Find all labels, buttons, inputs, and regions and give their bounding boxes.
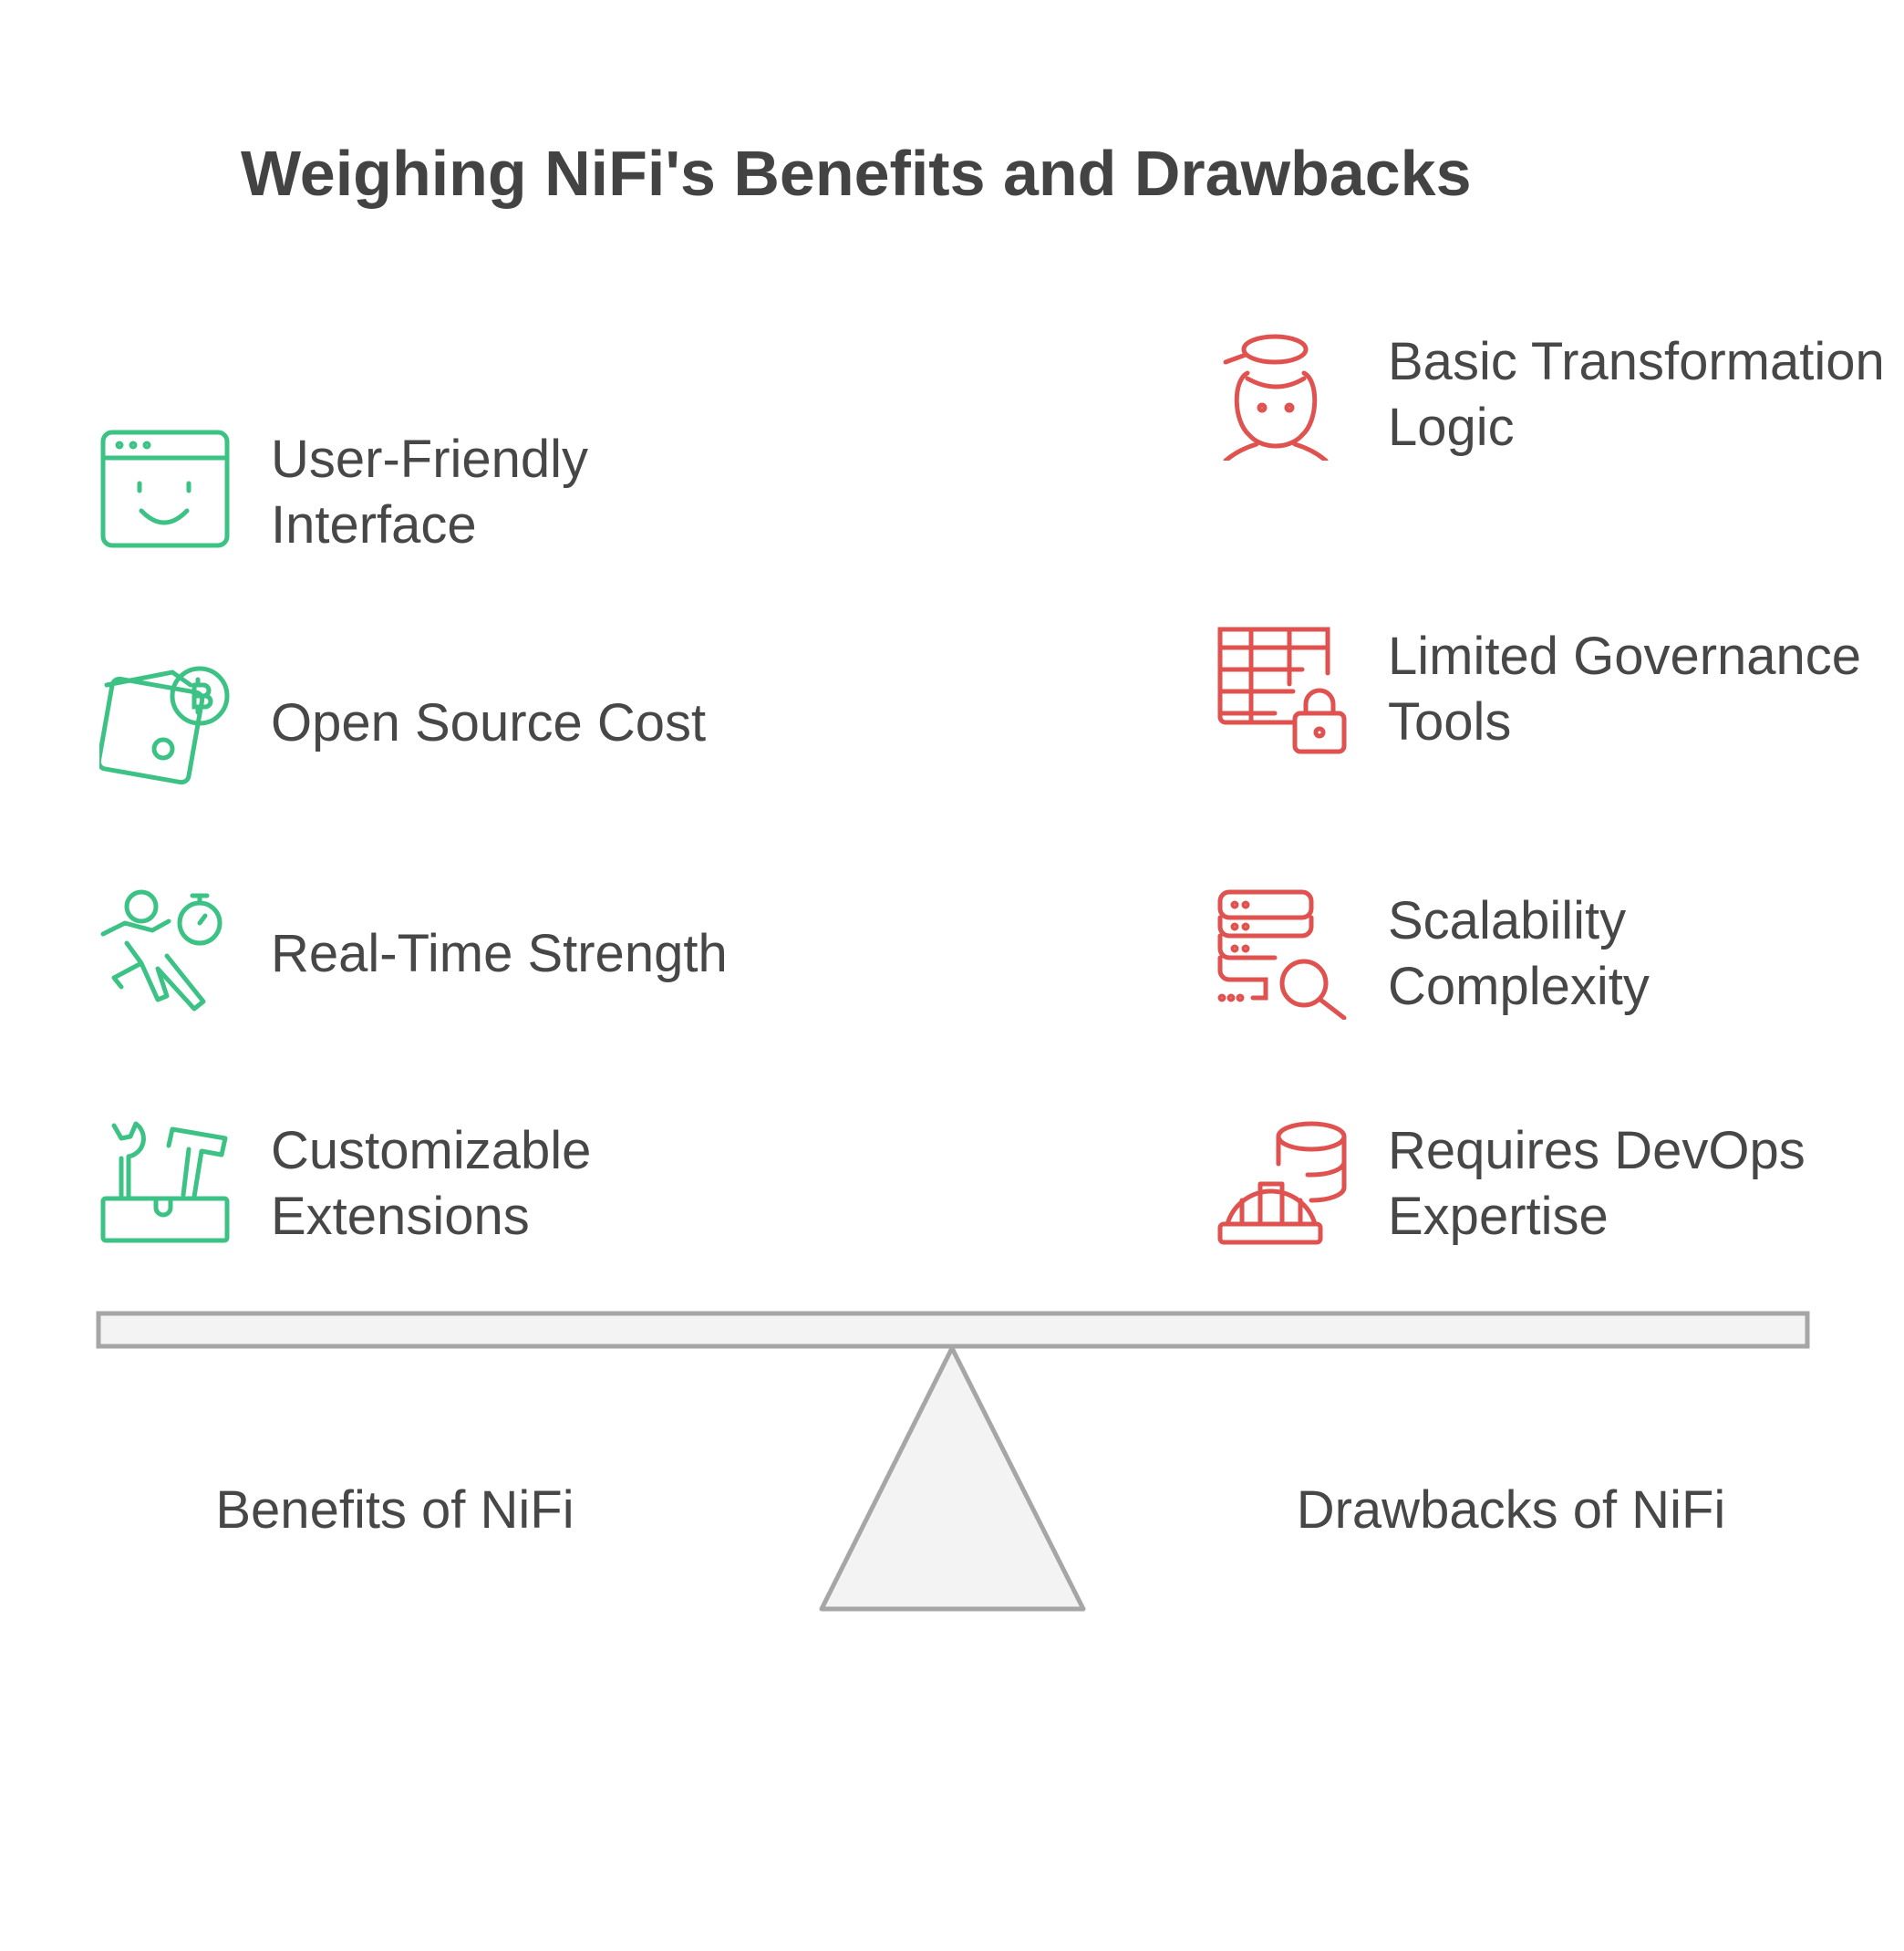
drawbacks-label: Drawbacks of NiFi [1296,1480,1726,1540]
runner-stopwatch-icon [100,889,222,1012]
scale-beam [96,1311,1810,1349]
benefit-item: Open Source Cost [99,658,781,789]
drawback-item: Basic Transformation Logic [1216,329,1899,461]
toolbox-icon [100,1121,230,1243]
person-halo-icon [1223,334,1329,461]
drawback-item: Scalability Complexity [1216,888,1899,1020]
page-title: Weighing NiFi's Benefits and Drawbacks [241,138,1472,209]
drawback-text: Basic Transformation Logic [1388,332,1885,457]
benefit-item: User-Friendly Interface [99,427,781,558]
benefit-text: Customizable Extensions [271,1121,592,1246]
drawback-item: Requires DevOps Expertise [1216,1118,1899,1250]
drawback-text: Scalability Complexity [1388,891,1650,1016]
benefits-label: Benefits of NiFi [215,1480,574,1540]
benefit-item: Customizable Extensions [99,1118,781,1250]
database-hardhat-icon [1217,1121,1347,1245]
browser-smiley-icon [100,430,230,548]
server-search-icon [1217,889,1347,1020]
benefit-item: Real-Time Strength [99,888,781,1020]
drawback-text: Limited Governance Tools [1388,627,1862,752]
benefit-text: Open Source Cost [271,693,707,752]
drawback-text: Requires DevOps Expertise [1388,1121,1806,1246]
drawback-item: Limited Governance Tools [1216,624,1899,755]
scale-fulcrum [819,1345,1086,1612]
benefit-text: User-Friendly Interface [271,430,589,555]
benefit-text: Real-Time Strength [271,924,728,983]
wallet-bitcoin-icon [99,666,230,785]
table-lock-icon [1217,627,1347,754]
